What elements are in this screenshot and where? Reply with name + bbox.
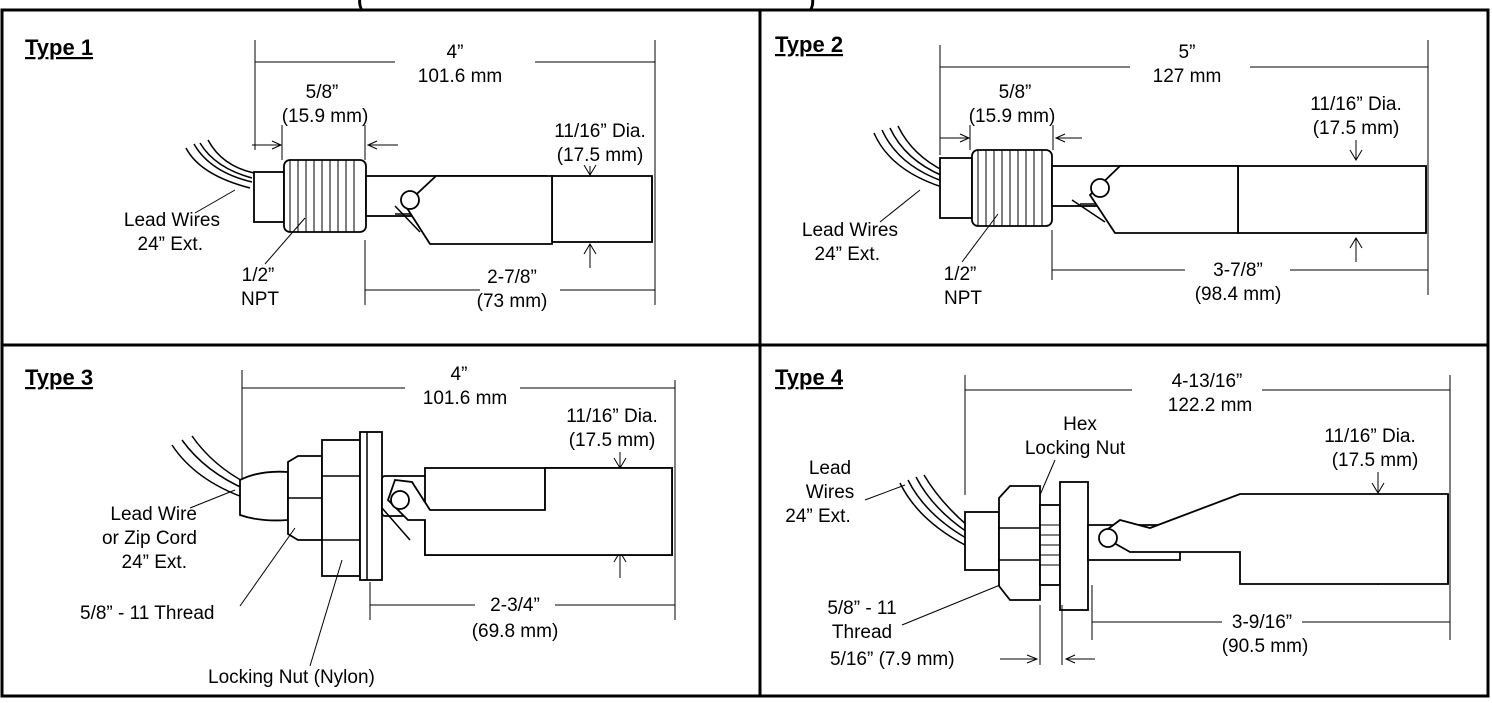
type-1-float-length-mm: (73 mm) xyxy=(477,291,548,312)
panel-title-type-3: Type 3 xyxy=(25,365,93,390)
type-3-locking-nut-label: Locking Nut (Nylon) xyxy=(208,667,375,688)
type-3-lead-wire-label: Lead Wire xyxy=(110,504,197,525)
type-4-diameter-mm: (17.5 mm) xyxy=(1332,450,1419,471)
type-3-thread-label: 5/8” - 11 Thread xyxy=(80,603,214,624)
panel-title-type-1: Type 1 xyxy=(25,35,93,60)
type-3-float-length-mm: (69.8 mm) xyxy=(472,621,559,642)
type-1-thread-length-mm: (15.9 mm) xyxy=(282,106,369,127)
type-4-gap-label: 5/16” (7.9 mm) xyxy=(830,649,955,670)
header-fragment-right: ) xyxy=(808,0,815,12)
type-2-thread-length-mm: (15.9 mm) xyxy=(969,106,1056,127)
type-4-diameter-in: 11/16” Dia. xyxy=(1324,426,1416,447)
type-1-length-mm: 101.6 mm xyxy=(418,66,502,87)
type-4-locking-nut-label: Locking Nut xyxy=(1025,438,1126,459)
type-2-diameter-mm: (17.5 mm) xyxy=(1313,118,1400,139)
type-4-float-length-in: 3-9/16” xyxy=(1232,612,1292,633)
type-4-wire-ext-label: 24” Ext. xyxy=(785,506,850,527)
type-2-lead-wires-label: Lead Wires xyxy=(802,220,898,241)
type-1-lead-wires-ext: 24” Ext. xyxy=(138,234,203,255)
type-2-npt-label: NPT xyxy=(944,288,982,309)
panel-type-1: Type 1 4” 101.6 mm 5/8” (15.9 mm) 11/16”… xyxy=(25,35,656,312)
type-2-diameter-in: 11/16” Dia. xyxy=(1310,94,1402,115)
type-2-npt-size: 1/2” xyxy=(944,264,977,285)
panel-type-2: Type 2 5” 127 mm 5/8” (15.9 mm) 11/16” D… xyxy=(775,32,1429,309)
type-2-length-in: 5” xyxy=(1179,42,1196,63)
type-1-npt-size: 1/2” xyxy=(242,265,275,286)
type-2-lead-wires-ext: 24” Ext. xyxy=(815,244,880,265)
type-3-diameter-in: 11/16” Dia. xyxy=(566,406,658,427)
type-3-wire-ext-label: 24” Ext. xyxy=(122,552,187,573)
type-2-thread-length-in: 5/8” xyxy=(999,82,1032,103)
type-4-float-length-mm: (90.5 mm) xyxy=(1222,636,1309,657)
type-1-npt-label: NPT xyxy=(241,289,279,310)
type-4-lead-label: Lead xyxy=(809,458,851,479)
type-4-thread-size: 5/8” - 11 xyxy=(827,598,896,619)
type-4-length-in: 4-13/16” xyxy=(1172,371,1243,392)
type-1-diameter-in: 11/16” Dia. xyxy=(554,121,646,142)
type-3-zip-cord-label: or Zip Cord xyxy=(102,528,197,549)
type-3-float-length-in: 2-3/4” xyxy=(490,595,540,616)
type-3-length-in: 4” xyxy=(451,364,468,385)
type-4-thread-label: Thread xyxy=(832,622,892,643)
type-2-length-mm: 127 mm xyxy=(1153,66,1222,87)
type-4-wires-label: Wires xyxy=(806,482,855,503)
type-4-length-mm: 122.2 mm xyxy=(1168,395,1252,416)
type-3-length-mm: 101.6 mm xyxy=(423,388,507,409)
type-1-float-length-in: 2-7/8” xyxy=(487,267,537,288)
type-1-diameter-mm: (17.5 mm) xyxy=(557,145,644,166)
panel-grid xyxy=(0,8,1490,698)
header-fragment-left: ( xyxy=(357,0,365,12)
panel-type-3: Type 3 4” 101.6 mm 11/16” Dia. (17.5 mm) xyxy=(25,364,676,688)
type-1-length-in: 4” xyxy=(447,42,464,63)
type-3-diameter-mm: (17.5 mm) xyxy=(569,430,656,451)
type-2-float-length-mm: (98.4 mm) xyxy=(1195,284,1282,305)
type-1-thread-length-in: 5/8” xyxy=(306,82,339,103)
type-4-hex-label: Hex xyxy=(1063,414,1097,435)
type-2-float-length-in: 3-7/8” xyxy=(1213,260,1263,281)
panel-title-type-2: Type 2 xyxy=(775,32,843,57)
type-1-lead-wires-label: Lead Wires xyxy=(124,210,220,231)
panel-type-4: Type 4 4-13/16” 122.2 mm Hex Locking Nut… xyxy=(775,365,1451,670)
panel-title-type-4: Type 4 xyxy=(775,365,844,390)
